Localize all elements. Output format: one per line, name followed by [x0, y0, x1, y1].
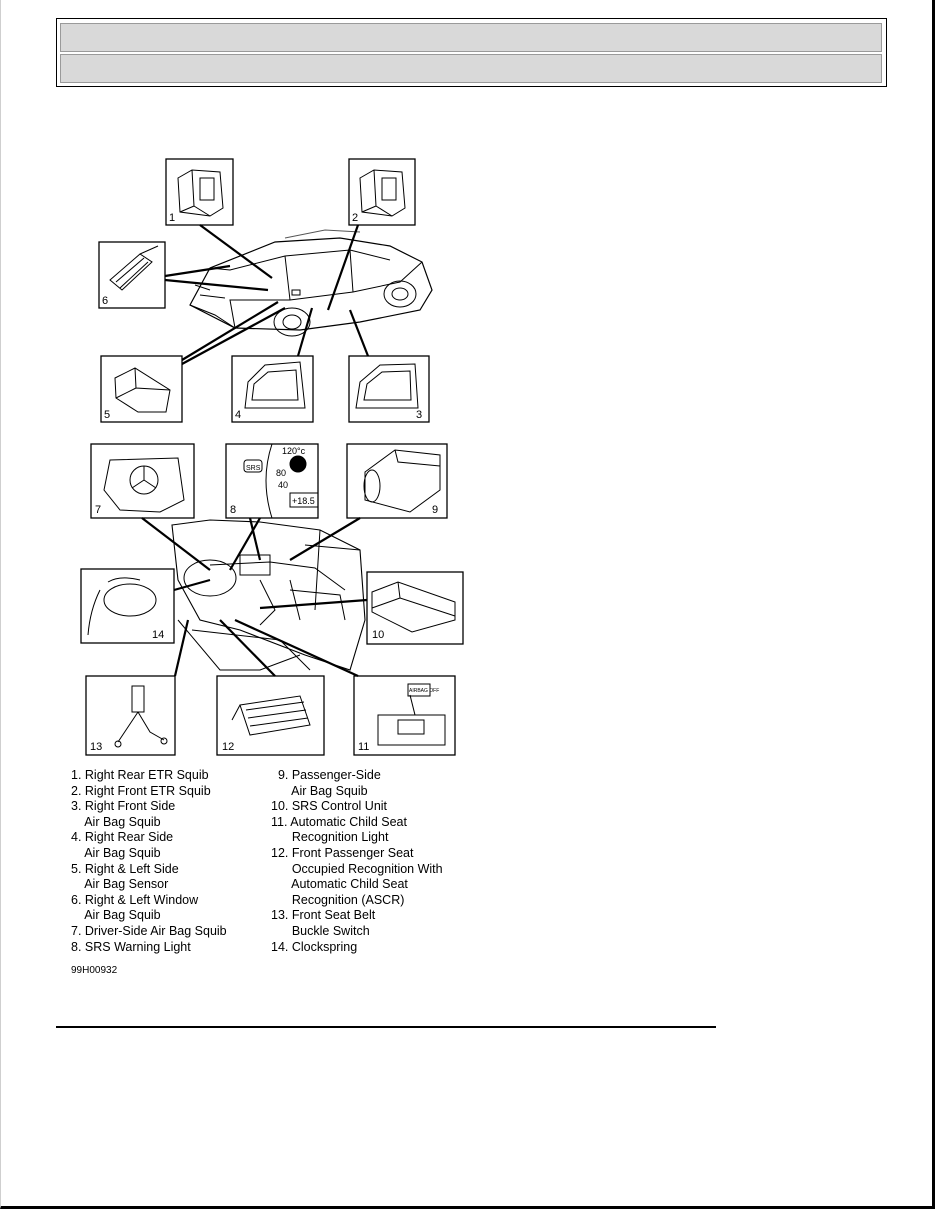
callout-label-7: 7	[95, 504, 101, 516]
gauge-readout-label: +18.5	[292, 496, 315, 506]
legend-line: 7. Driver-Side Air Bag Squib	[71, 923, 227, 938]
callout-label-12: 12	[222, 741, 234, 753]
leader-lines-upper	[164, 224, 370, 365]
legend-line: 1. Right Rear ETR Squib	[71, 768, 209, 782]
figure-code: 99H00932	[71, 965, 118, 976]
srs-component-locator-diagram: 1 2 6 5 4 3	[80, 158, 464, 756]
legend-line: Occupied Recognition With	[271, 861, 443, 876]
legend-line: 2. Right Front ETR Squib	[71, 783, 211, 798]
callout-label-9: 9	[432, 504, 438, 516]
legend-line: 14. Clockspring	[271, 939, 358, 954]
callout-box-9: 9	[346, 443, 448, 519]
header-bar-bottom	[60, 54, 882, 83]
callout-label-1: 1	[169, 212, 175, 224]
legend-line: 3. Right Front Side	[71, 799, 176, 814]
callout-label-4: 4	[235, 409, 241, 421]
legend-line: 13. Front Seat Belt	[271, 908, 376, 923]
callout-box-4: 4	[231, 355, 314, 423]
callout-box-12: 12	[216, 675, 325, 756]
legend-line: Buckle Switch	[271, 923, 370, 938]
callout-box-10: 10	[366, 571, 464, 645]
callout-label-3: 3	[416, 409, 422, 421]
header-bar-top	[60, 23, 882, 52]
callout-box-5: 5	[100, 355, 183, 423]
airbag-off-label: AIRBAG OFF	[409, 688, 439, 694]
callout-box-13: 13	[85, 675, 176, 756]
horizontal-rule	[56, 1026, 716, 1028]
callout-box-2: 2	[348, 158, 416, 226]
legend-line: 12. Front Passenger Seat	[271, 845, 414, 860]
legend-line: Recognition (ASCR)	[271, 892, 405, 907]
legend-line: 6. Right & Left Window	[71, 892, 199, 907]
legend-line: Air Bag Sensor	[71, 877, 169, 892]
callout-label-6: 6	[102, 295, 108, 307]
callout-box-6: 6	[98, 241, 166, 309]
callout-label-5: 5	[104, 409, 110, 421]
legend-line: Air Bag Squib	[271, 783, 368, 798]
callout-box-8: SRS 120°c 80 40 +18.5 8	[225, 443, 319, 519]
legend-right-column: 9. Passenger-Side Air Bag Squib 10. SRS …	[271, 768, 443, 955]
car-exterior-illustration	[189, 229, 433, 337]
callout-box-14: 14	[80, 568, 175, 644]
legend-line: 8. SRS Warning Light	[71, 939, 191, 954]
callout-label-2: 2	[352, 212, 358, 224]
leader-lines-lower	[141, 517, 368, 678]
legend-line: 9. Passenger-Side	[271, 768, 381, 782]
legend-line: Automatic Child Seat	[271, 877, 408, 892]
legend-line: 11. Automatic Child Seat	[271, 814, 407, 829]
callout-box-1: 1	[165, 158, 234, 226]
legend-line: Air Bag Squib	[71, 908, 161, 923]
legend-line: 4. Right Rear Side	[71, 830, 174, 845]
callout-box-7: 7	[90, 443, 195, 519]
gauge-40-label: 40	[278, 480, 288, 490]
callout-label-8: 8	[230, 504, 236, 516]
callout-box-3: 3	[348, 355, 430, 423]
gauge-80-label: 80	[276, 468, 286, 478]
callout-box-11: AIRBAG OFF 11	[353, 675, 456, 756]
callout-label-13: 13	[90, 741, 102, 753]
srs-light-label: SRS	[246, 465, 261, 472]
legend-line: 10. SRS Control Unit	[271, 799, 388, 814]
callout-label-14: 14	[152, 629, 164, 641]
legend-left-column: 1. Right Rear ETR Squib 2. Right Front E…	[71, 768, 227, 955]
car-interior-illustration	[171, 519, 366, 671]
legend-line: Air Bag Squib	[71, 814, 161, 829]
legend-line: Air Bag Squib	[71, 845, 161, 860]
legend-line: Recognition Light	[271, 830, 389, 845]
header-box	[56, 18, 887, 87]
gauge-temp-label: 120°c	[282, 446, 306, 456]
callout-label-10: 10	[372, 629, 384, 641]
callout-label-11: 11	[358, 741, 369, 753]
legend-line: 5. Right & Left Side	[71, 861, 179, 876]
